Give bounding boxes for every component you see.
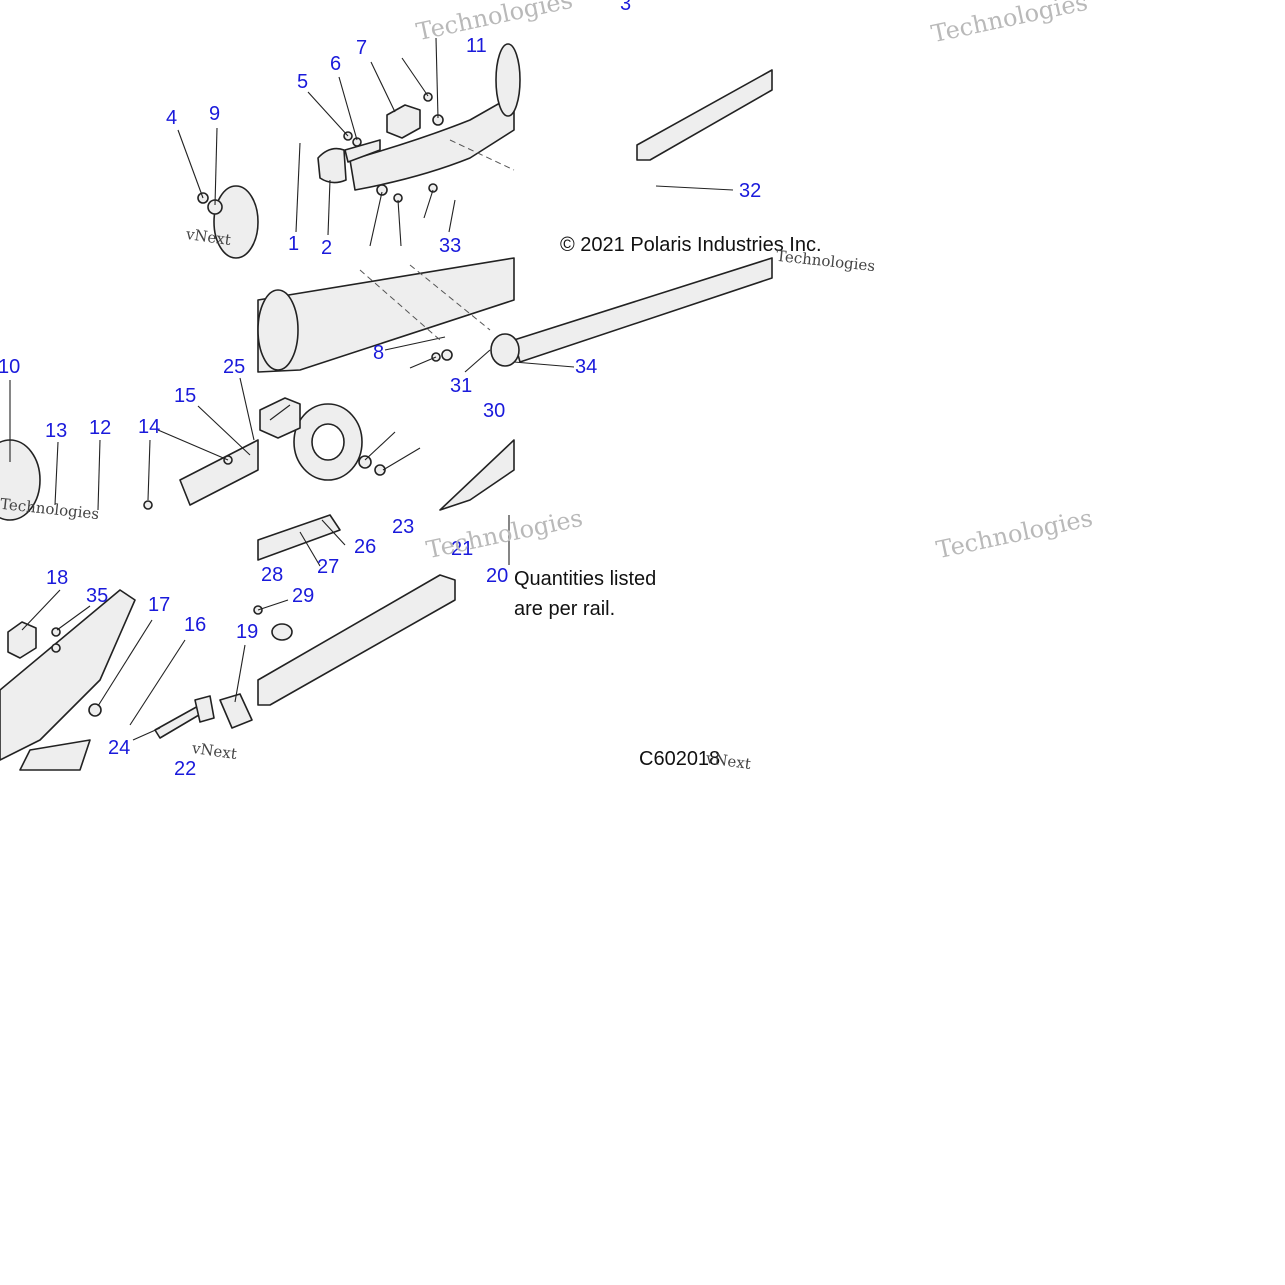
callout-10: 10 (0, 356, 21, 378)
drawing-number: C602018 (639, 748, 721, 770)
callout-5: 5 (297, 71, 309, 93)
slide-rail-lower (257, 574, 456, 706)
callout-20: 20 (486, 565, 509, 587)
callout-11: 11 (466, 35, 487, 57)
wheel-left (0, 439, 41, 521)
slide-rail-mid (513, 257, 773, 363)
callout-26: 26 (354, 536, 377, 558)
callout-18: 18 (46, 567, 69, 589)
callout-17: 17 (148, 594, 171, 616)
callout-33: 33 (439, 235, 462, 257)
wheel-upper (495, 43, 521, 117)
wheel-mid-left (257, 289, 299, 371)
callout-23: 23 (392, 516, 415, 538)
callout-16: 16 (184, 614, 207, 636)
callout-7: 7 (356, 37, 368, 59)
slide-rail-upper (636, 69, 773, 161)
callout-8: 8 (373, 342, 385, 364)
callout-25: 25 (223, 356, 246, 378)
callout-35: 35 (86, 585, 109, 607)
callout-32: 32 (739, 180, 762, 202)
callout-2: 2 (321, 237, 333, 259)
callout-14: 14 (138, 416, 161, 438)
quantities-note-line1: Quantities listed (514, 568, 657, 590)
callout-19: 19 (236, 621, 259, 643)
callout-15: 15 (174, 385, 197, 407)
callout-13: 13 (45, 420, 68, 442)
callout-34: 34 (575, 356, 598, 378)
callout-31: 31 (450, 375, 473, 397)
callout-28: 28 (261, 564, 284, 586)
rear-bracket (0, 589, 136, 761)
callout-1: 1 (288, 233, 300, 255)
copyright-notice: © 2021 Polaris Industries Inc. (560, 234, 822, 256)
callout-12: 12 (89, 417, 112, 439)
callout-21: 21 (451, 538, 474, 560)
callout-27: 27 (317, 556, 340, 578)
callout-4: 4 (166, 107, 178, 129)
bumper-block (386, 104, 421, 139)
rail-mid-segment (257, 257, 515, 373)
callout-6: 6 (330, 53, 342, 75)
callout-24: 24 (108, 737, 131, 759)
quantities-note-line2: are per rail. (514, 598, 616, 620)
callout-29: 29 (292, 585, 315, 607)
stop-block (7, 621, 37, 659)
callout-3: 3 (620, 0, 632, 15)
callout-22: 22 (174, 758, 197, 780)
quantities-note: Quantities listed are per rail. (514, 564, 656, 624)
callout-30: 30 (483, 400, 506, 422)
callout-9: 9 (209, 103, 221, 125)
